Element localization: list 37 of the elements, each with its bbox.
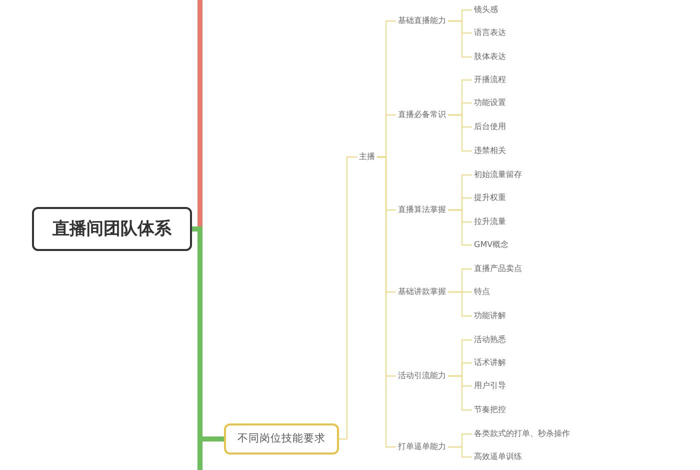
topic-label: 直播必备常识 xyxy=(396,109,448,121)
topic-label: 话术讲解 xyxy=(472,357,508,369)
topic-label: 用户引导 xyxy=(472,380,508,392)
topic-label: 各类款式的打单、秒杀操作 xyxy=(472,428,572,440)
connector-line xyxy=(448,209,472,246)
topic-label: 高效逼单训练 xyxy=(472,451,524,463)
topic-label: 开播流程 xyxy=(472,74,508,86)
topic-label: 打单逼单能力 xyxy=(396,441,448,453)
topic-label: 拉升流量 xyxy=(472,216,508,228)
connector-line xyxy=(448,446,472,458)
branch-topic-box: 不同岗位技能要求 xyxy=(224,424,339,454)
topic-label: 基础直播能力 xyxy=(396,15,448,27)
topic-label: 功能讲解 xyxy=(472,310,508,322)
connector-line xyxy=(339,156,357,440)
topic-label: 功能设置 xyxy=(472,97,508,109)
topic-label: 提升权重 xyxy=(472,192,508,204)
topic-label: GMV概念 xyxy=(472,239,511,251)
connector-line xyxy=(448,114,472,152)
topic-label: 基础讲款掌握 xyxy=(396,286,448,298)
topic-label: 违禁相关 xyxy=(472,145,508,157)
topic-label: 后台使用 xyxy=(472,121,508,133)
topic-label: 节奏把控 xyxy=(472,404,508,416)
connector-line xyxy=(377,156,396,448)
connector-line xyxy=(448,375,472,411)
topic-label: 镜头感 xyxy=(472,4,500,16)
connector-line xyxy=(448,20,472,58)
topic-label: 语言表达 xyxy=(472,27,508,39)
root-topic-box: 直播间团队体系 xyxy=(32,207,192,251)
topic-label: 活动熟悉 xyxy=(472,334,508,346)
topic-label: 特点 xyxy=(472,286,492,298)
topic-label: 主播 xyxy=(357,151,377,163)
connector-line xyxy=(448,291,472,317)
topic-label: 直播算法掌握 xyxy=(396,204,448,216)
topic-label: 直播产品卖点 xyxy=(472,263,524,275)
topic-label: 肢体表达 xyxy=(472,51,508,63)
topic-label: 初始流量留存 xyxy=(472,169,524,181)
topic-label: 活动引流能力 xyxy=(396,370,448,382)
